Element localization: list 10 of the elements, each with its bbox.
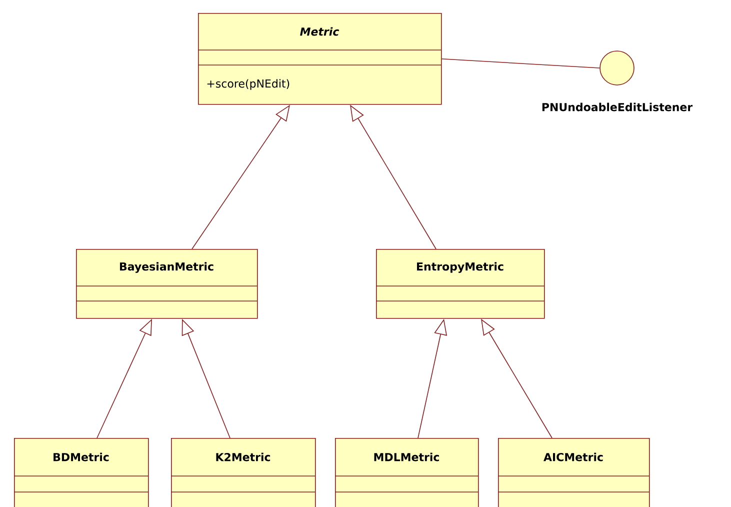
class-box: K2Metric (170, 438, 316, 507)
class-box: BDMetric (14, 438, 149, 507)
class-box: EntropyMetric (376, 249, 545, 319)
interface-label: PNUndoableEditListener (542, 102, 693, 112)
class-box: MDLMetric (334, 438, 479, 507)
association-line (441, 58, 600, 68)
class-box: BayesianMetric (76, 249, 258, 319)
class-box: AICMetric (498, 438, 650, 507)
interface-circle (600, 50, 634, 86)
class-box: Metric +score(pNEdit) (198, 13, 442, 105)
